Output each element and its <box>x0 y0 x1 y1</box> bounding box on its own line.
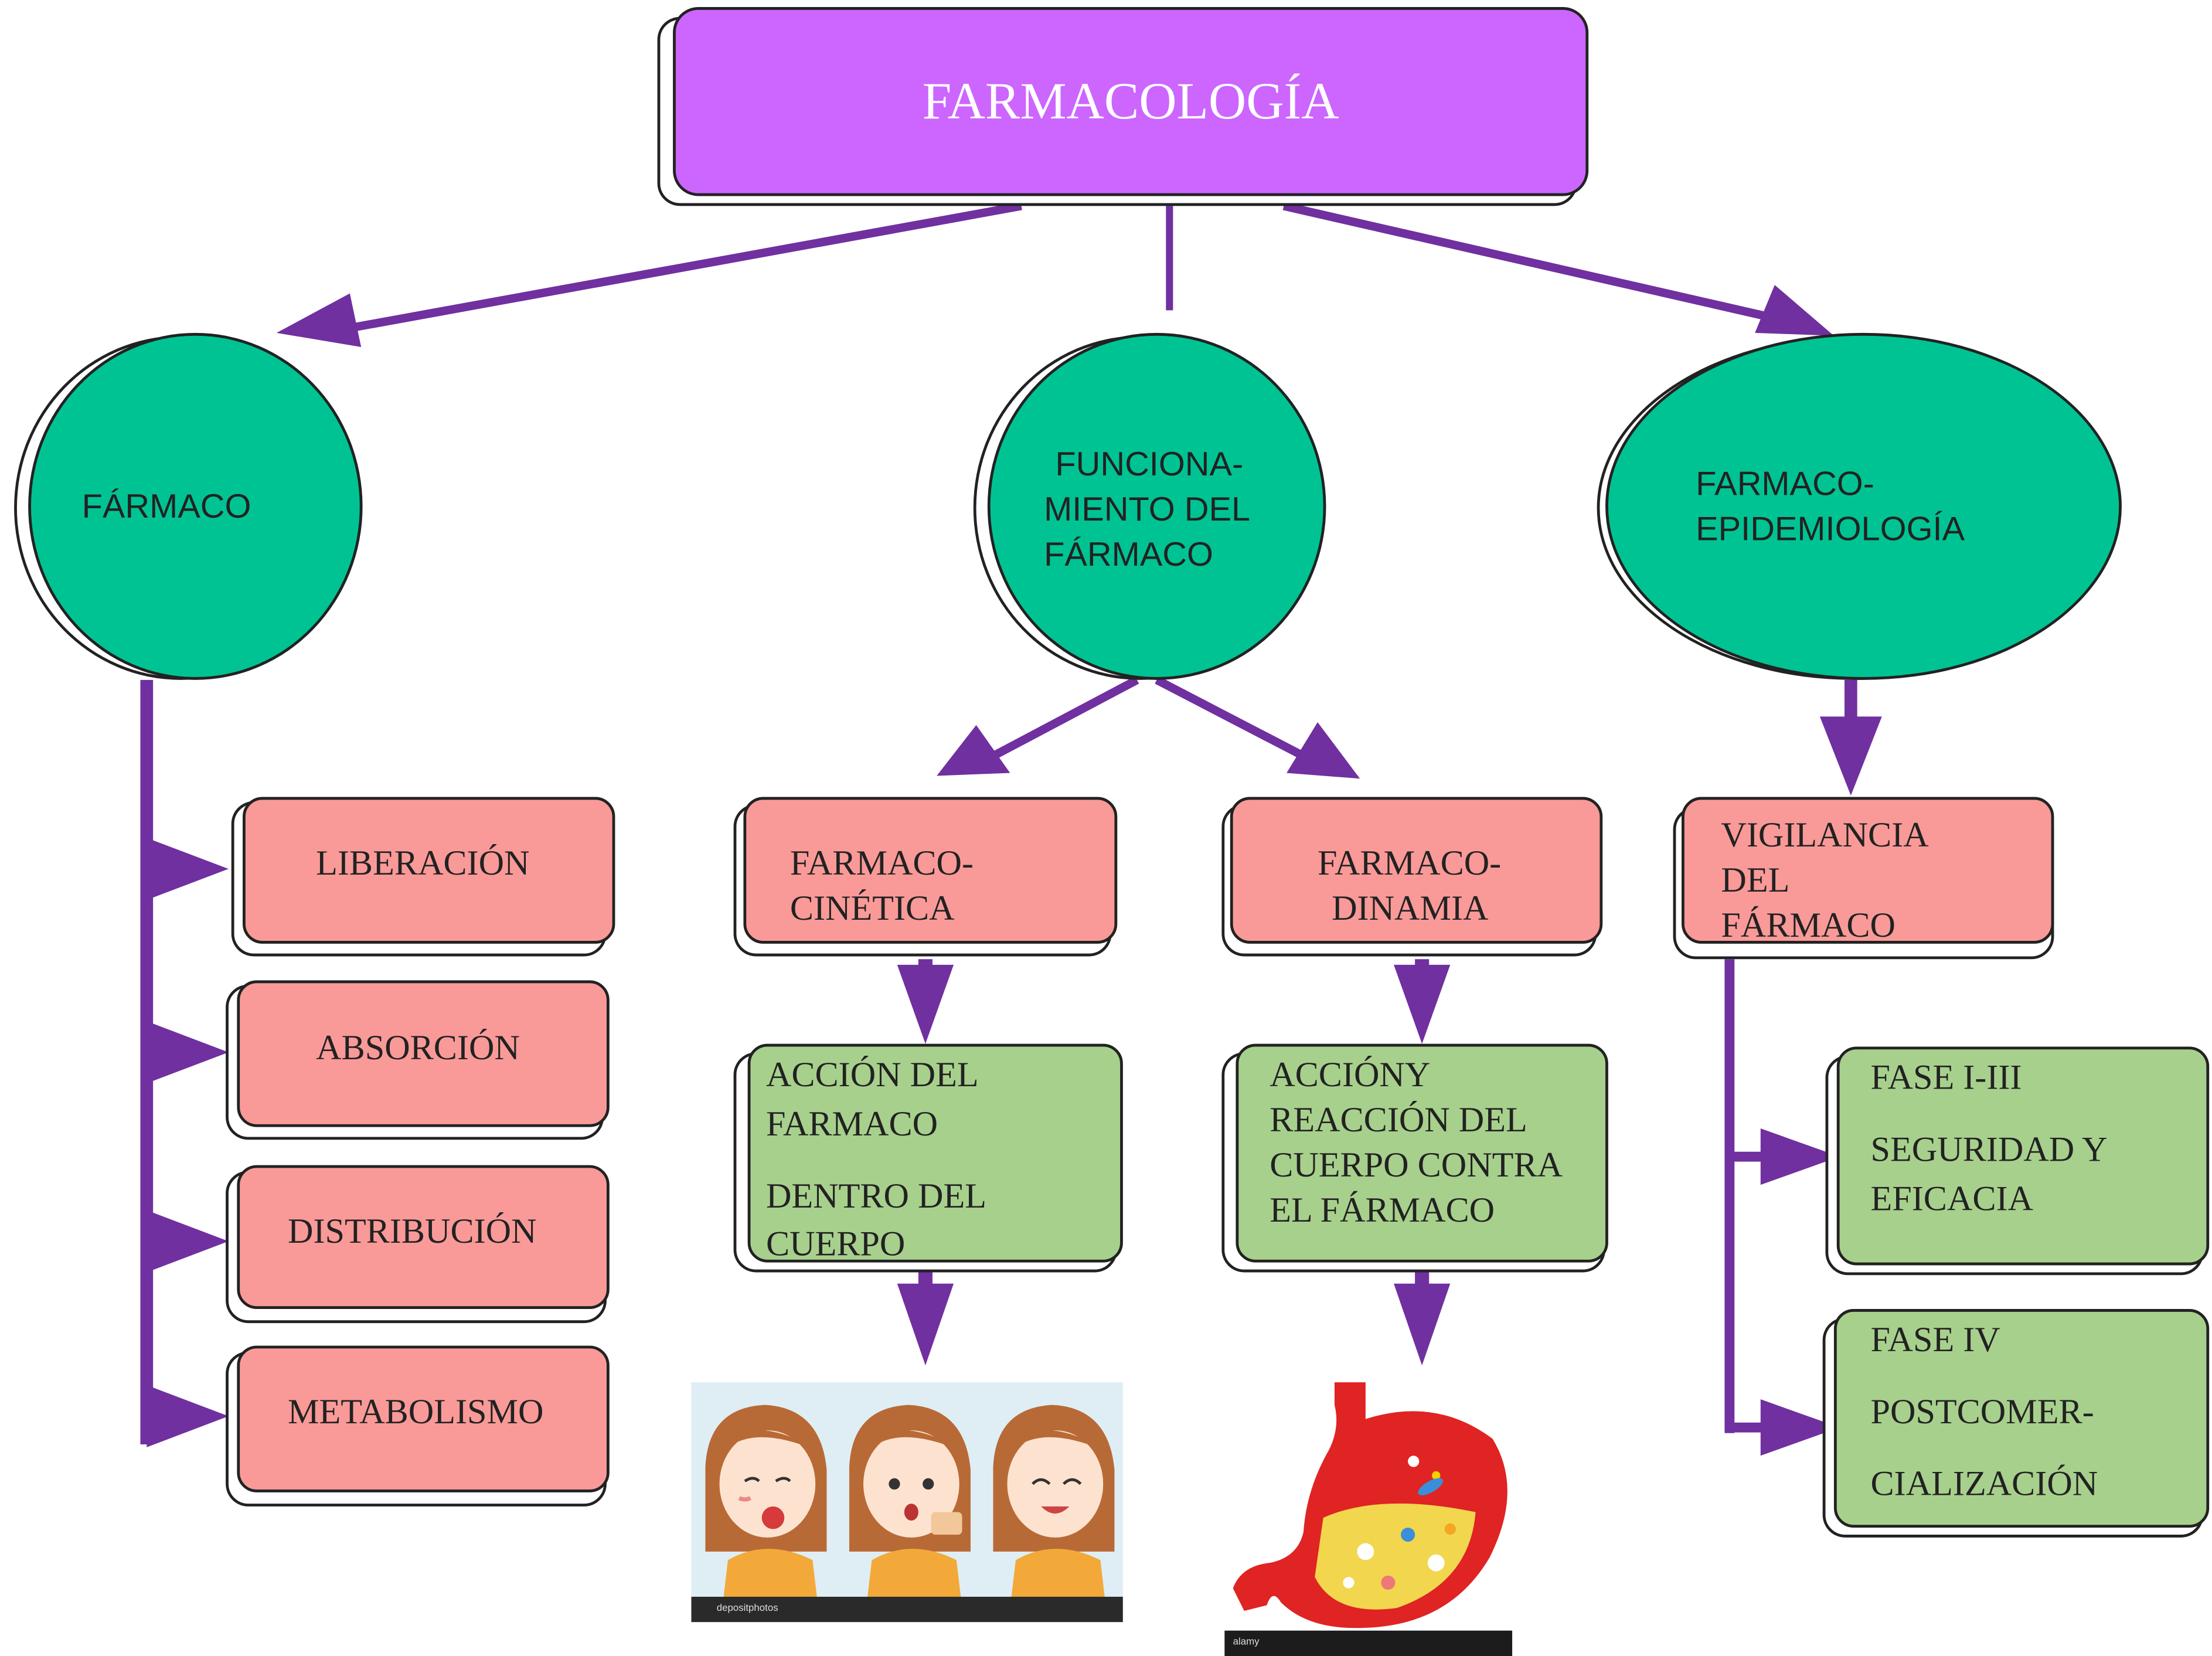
fase4-line-2: POSTCOMER- <box>1870 1393 2094 1432</box>
vigilancia-label-line-3: FÁRMACO <box>1721 907 1896 946</box>
fase4-line-3: CIALIZACIÓN <box>1870 1465 2098 1504</box>
three-faces-image: depositphotos <box>691 1382 1123 1623</box>
absorcion-label: ABSORCIÓN <box>316 1029 520 1068</box>
farmacoepidemiologia-label-line-2: EPIDEMIOLOGÍA <box>1696 511 1965 549</box>
fase4-node <box>1833 1309 2210 1528</box>
funcionamiento-node <box>987 332 1326 680</box>
arrow-accion-image-head <box>897 1283 954 1366</box>
vigilancia-label-line-1: VIGILANCIA <box>1721 817 1929 855</box>
metabolismo-label: METABOLISMO <box>288 1393 544 1432</box>
absorcion-node <box>237 980 610 1127</box>
vigilancia-branch-1-head <box>1760 1128 1840 1185</box>
reaccion-cuerpo-node <box>1236 1043 1608 1263</box>
title-node: FARMACOLOGÍA <box>673 7 1589 196</box>
farmaco-branch-arrow-1 <box>147 838 229 900</box>
arrow-reaccion-image-head <box>1394 1283 1451 1366</box>
liberacion-node <box>242 797 615 944</box>
stomach-illustration <box>1233 1382 1507 1628</box>
farmacodinamia-label-line-1: FARMACO- <box>1318 845 1502 883</box>
arrow-epidemiologia-vigilancia-head <box>1819 716 1882 796</box>
stomach-image: alamy <box>1224 1376 1513 1656</box>
farmacocinetica-node <box>743 797 1118 944</box>
fase1-line-2: SEGURIDAD Y <box>1870 1131 2108 1169</box>
fase1-line-1: FASE I-III <box>1870 1059 2022 1098</box>
three-faces-illustration <box>705 1405 1115 1609</box>
accion-farmaco-line-4: CUERPO <box>765 1226 906 1264</box>
liberacion-label: LIBERACIÓN <box>316 845 530 883</box>
reaccion-cuerpo-line-3: CUERPO CONTRA <box>1270 1147 1563 1185</box>
funcionamiento-label-line-2: MIENTO DEL <box>1044 491 1251 529</box>
farmaco-node <box>28 332 363 680</box>
accion-farmaco-line-1: ACCIÓN DEL <box>765 1056 979 1095</box>
arrow-funcionamiento-dinamia-head <box>1287 722 1360 779</box>
farmaco-branch-arrow-2 <box>147 1021 229 1084</box>
face-2 <box>849 1405 971 1609</box>
reaccion-cuerpo-line-4: EL FÁRMACO <box>1270 1192 1495 1230</box>
farmacoepidemiologia-label-line-1: FARMACO- <box>1696 465 1874 504</box>
reaccion-cuerpo-line-2: REACCIÓN DEL <box>1270 1101 1527 1140</box>
fase1-node <box>1836 1046 2210 1266</box>
arrow-title-farmaco-head <box>276 293 362 347</box>
vigilancia-node <box>1682 797 2054 944</box>
alamy-watermark-bar: alamy <box>1224 1630 1513 1656</box>
arrow-title-epidemiologia-shaft <box>1282 202 1779 323</box>
farmaco-branch-arrow-4 <box>147 1385 229 1447</box>
arrow-title-epidemiologia-head <box>1755 285 1834 336</box>
arrow-funcionamiento-dinamia-shaft <box>1155 676 1306 760</box>
arrow-title-farmaco-shaft <box>338 202 1022 335</box>
face-1 <box>705 1405 827 1609</box>
farmaco-branch-arrow-3 <box>147 1210 229 1273</box>
face-3 <box>993 1405 1115 1609</box>
arrow-funcionamiento-cinetica-head <box>937 725 1010 776</box>
funcionamiento-label-line-1: FUNCIONA- <box>1055 446 1244 484</box>
metabolismo-node <box>237 1345 610 1492</box>
arrow-funcionamiento-cinetica-shaft <box>991 676 1139 760</box>
arrow-dinamia-reaccion-head <box>1394 964 1451 1044</box>
farmacoepidemiologia-node <box>1605 332 2122 680</box>
farmacodinamia-label-line-2: DINAMIA <box>1332 890 1489 929</box>
farmaco-label: FÁRMACO <box>81 488 251 526</box>
alamy-logo: alamy <box>1233 1637 1260 1648</box>
vigilancia-label-line-2: DEL <box>1721 862 1790 900</box>
fase1-line-3: EFICACIA <box>1870 1181 2034 1219</box>
distribucion-label: DISTRIBUCIÓN <box>288 1213 537 1252</box>
arrow-cinetica-accion-head <box>897 964 954 1044</box>
farmacodinamia-node <box>1230 797 1603 944</box>
depositphotos-logo: depositphotos <box>716 1603 778 1614</box>
title-text: FARMACOLOGÍA <box>922 72 1339 131</box>
fase4-line-1: FASE IV <box>1870 1321 2000 1360</box>
accion-farmaco-line-2: FARMACO <box>765 1106 938 1144</box>
accion-farmaco-line-3: DENTRO DEL <box>765 1178 986 1216</box>
reaccion-cuerpo-line-1: ACCIÓNY <box>1270 1056 1431 1095</box>
farmacocinetica-label-line-1: FARMACO- <box>789 845 974 883</box>
vigilancia-branch-2-head <box>1760 1399 1840 1456</box>
farmacocinetica-label-line-2: CINÉTICA <box>789 890 955 929</box>
distribucion-node <box>237 1165 610 1310</box>
depositphotos-watermark-bar: depositphotos <box>691 1596 1123 1623</box>
funcionamiento-label-line-3: FÁRMACO <box>1044 536 1213 574</box>
accion-farmaco-node <box>747 1043 1123 1263</box>
